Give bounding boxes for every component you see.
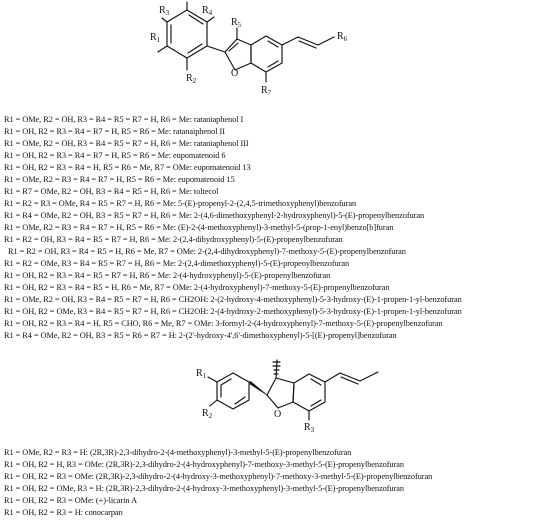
label-r2: R2 [186, 73, 197, 85]
label-r1: R1 [150, 32, 161, 44]
list-item: R1 = OH, R2 = OMe, R3 = H: (2R,3R)-2,3-d… [4, 484, 405, 493]
label-r4: R4 [202, 5, 213, 17]
list-item: R1 = OH, R2 = R3 = OMe: (2R,3R)-2,3-dihy… [4, 472, 433, 481]
list-item: R1 = OH, R2 = R3 = H: conocarpan [4, 508, 123, 517]
list-item: R1 = R2 = OH, R3 = R4 = R5 = H, R6 = Me,… [8, 247, 406, 256]
list-item: R1 = OH, R2 = R3 = OMe: (+)-licarin A [4, 496, 138, 505]
list-item: R1 = OH, R2 = R3 = R4 = R7 = H, R5 = R6 … [4, 127, 225, 136]
list-item: R1 = R2 = R3 = OMe, R4 = R5 = R7 = H, R6… [4, 199, 357, 208]
benzofuran-structure-1: R1 R3 R4 R5 R6 R2 O R7 [150, 1, 348, 97]
list-item: R1 = OMe, R2 = R3 = R4 = R7 = H, R5 = R6… [4, 175, 235, 184]
list-item: R1 = OH, R2 = H, R3 = OMe: (2R,3R)-2,3-d… [4, 460, 405, 469]
label-r5: R5 [231, 17, 242, 29]
list-item: R1 = OMe, R2 = OH, R3 = R4 = R5 = R7 = H… [4, 139, 249, 148]
label-r7: R7 [261, 85, 272, 97]
list-item: R1 = R4 = OMe, R2 = OH, R3 = R5 = R7 = H… [4, 211, 425, 220]
list-item: R1 = R7 = OMe, R2 = OH, R3 = R4 = R5 = H… [4, 187, 219, 196]
list-item: R1 = OH, R2 = R3 = R4 = R5 = R7 = H, R6 … [4, 271, 331, 280]
list-item: R1 = OMe, R2 = OH, R3 = R4 = R5 = R7 = H… [4, 115, 244, 124]
label-r6: R6 [337, 31, 348, 43]
list-item: R1 = OH, R2 = R3 = R4 = R7 = H, R5 = R6 … [4, 151, 226, 160]
label-r1: R1 [196, 368, 207, 380]
list-item: R1 = OMe, R2 = R3 = R4 = R7 = H, R5 = R6… [4, 223, 394, 232]
label-r3: R3 [304, 422, 315, 434]
list-item: R1 = OH, R2 = R3 = R4 = H, R5 = CHO, R6 … [4, 319, 443, 328]
list-item: R1 = OMe, R2 = OH, R3 = R4 = R5 = R7 = H… [4, 295, 462, 304]
list-item: R1 = OH, R2 = R3 = R4 = H, R5 = R6 = Me,… [4, 163, 251, 172]
dihydrobenzofuran-structure-2: R1 R2 O R3 [196, 359, 379, 434]
label-o-furan: O [274, 409, 281, 420]
list-item: R1 = OMe, R2 = R3 = H: (2R,3R)-2,3-dihyd… [4, 448, 352, 457]
list-item: R1 = OH, R2 = OMe, R3 = R4 = R5 = R7 = H… [4, 307, 462, 316]
list-item: R1 = R2 = OH, R3 = R4 = R5 = R7 = H, R6 … [4, 235, 343, 244]
list-item: R1 = R2 = OMe, R3 = R4 = R5 = R7 = H, R6… [4, 259, 350, 268]
list-item: R1 = R4 = OMe, R2 = OH, R3 = R5 = R6 = R… [4, 331, 397, 340]
label-r3: R3 [159, 5, 170, 17]
label-o-furan: O [231, 68, 238, 79]
label-r2: R2 [202, 408, 213, 420]
list-item: R1 = OH, R2 = R3 = R4 = R5 = H, R6 = Me,… [4, 283, 390, 292]
